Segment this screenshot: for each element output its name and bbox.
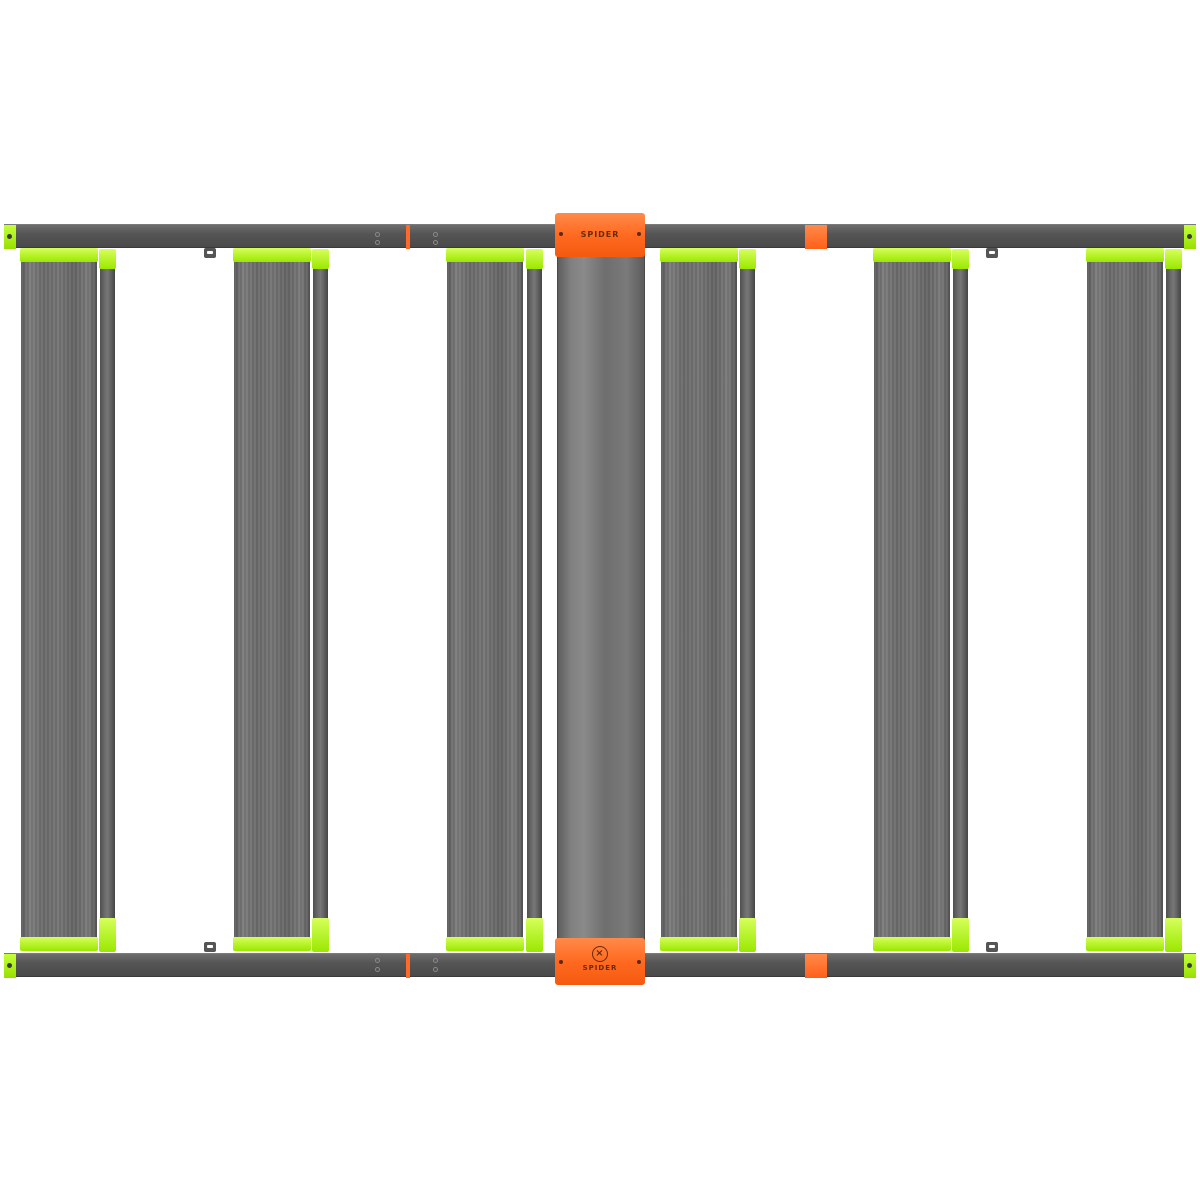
bottom-rail-left-endcap xyxy=(4,954,16,978)
center-controller-housing xyxy=(557,232,645,952)
led-light-bar-1 xyxy=(21,258,97,940)
driver-2-top-clip xyxy=(312,249,329,269)
rail-screw xyxy=(433,240,438,245)
driver-tube-4 xyxy=(740,265,755,930)
driver-4-bottom-clip xyxy=(739,918,756,952)
light-bar-3-bottom-cap xyxy=(446,937,524,951)
bottom-rail-orange-clip xyxy=(805,954,827,978)
driver-tube-1 xyxy=(100,265,115,930)
driver-tube-2 xyxy=(313,265,328,930)
led-light-bar-2 xyxy=(234,258,310,940)
hanging-hook xyxy=(986,248,998,258)
rail-screw xyxy=(375,240,380,245)
led-light-bar-4 xyxy=(661,258,737,940)
light-bar-1-top-cap xyxy=(20,248,98,262)
driver-6-top-clip xyxy=(1165,249,1182,269)
led-light-bar-6 xyxy=(1087,258,1163,940)
led-light-bar-5 xyxy=(874,258,950,940)
cap-screw xyxy=(559,960,563,964)
driver-5-top-clip xyxy=(952,249,969,269)
rail-screw xyxy=(433,958,438,963)
rail-screw xyxy=(375,232,380,237)
top-rail-orange-clip xyxy=(805,225,827,249)
driver-tube-3 xyxy=(527,265,542,930)
light-bar-6-bottom-cap xyxy=(1086,937,1164,951)
rail-screw xyxy=(375,958,380,963)
top-rail-joint xyxy=(406,225,410,249)
light-bar-2-bottom-cap xyxy=(233,937,311,951)
driver-6-bottom-clip xyxy=(1165,918,1182,952)
bottom-logo-text: SPIDER xyxy=(582,964,618,972)
driver-1-bottom-clip xyxy=(99,918,116,952)
driver-5-bottom-clip xyxy=(952,918,969,952)
hanging-hook xyxy=(204,942,216,952)
driver-3-bottom-clip xyxy=(526,918,543,952)
light-bar-2-top-cap xyxy=(233,248,311,262)
driver-1-top-clip xyxy=(99,249,116,269)
bottom-rail-right-endcap xyxy=(1184,954,1196,978)
top-logo-text: SPIDER xyxy=(580,230,620,239)
cap-screw xyxy=(637,960,641,964)
close-x-icon: × xyxy=(592,946,608,962)
led-light-bar-3 xyxy=(447,258,523,940)
top-rail-left-endcap xyxy=(4,225,16,249)
cap-screw xyxy=(637,232,641,236)
driver-4-top-clip xyxy=(739,249,756,269)
driver-tube-6 xyxy=(1166,265,1181,930)
light-bar-6-top-cap xyxy=(1086,248,1164,262)
light-bar-4-bottom-cap xyxy=(660,937,738,951)
light-bar-1-bottom-cap xyxy=(20,937,98,951)
driver-2-bottom-clip xyxy=(312,918,329,952)
bottom-rail-joint xyxy=(406,954,410,978)
rail-screw xyxy=(433,232,438,237)
hanging-hook xyxy=(986,942,998,952)
rail-screw xyxy=(433,967,438,972)
driver-tube-5 xyxy=(953,265,968,930)
light-bar-3-top-cap xyxy=(446,248,524,262)
top-rail-right-endcap xyxy=(1184,225,1196,249)
center-bottom-cap: × SPIDER xyxy=(555,938,645,985)
center-top-cap: SPIDER xyxy=(555,213,645,257)
light-bar-5-bottom-cap xyxy=(873,937,951,951)
hanging-hook xyxy=(204,248,216,258)
rail-screw xyxy=(375,967,380,972)
light-bar-5-top-cap xyxy=(873,248,951,262)
driver-3-top-clip xyxy=(526,249,543,269)
cap-screw xyxy=(559,232,563,236)
light-bar-4-top-cap xyxy=(660,248,738,262)
